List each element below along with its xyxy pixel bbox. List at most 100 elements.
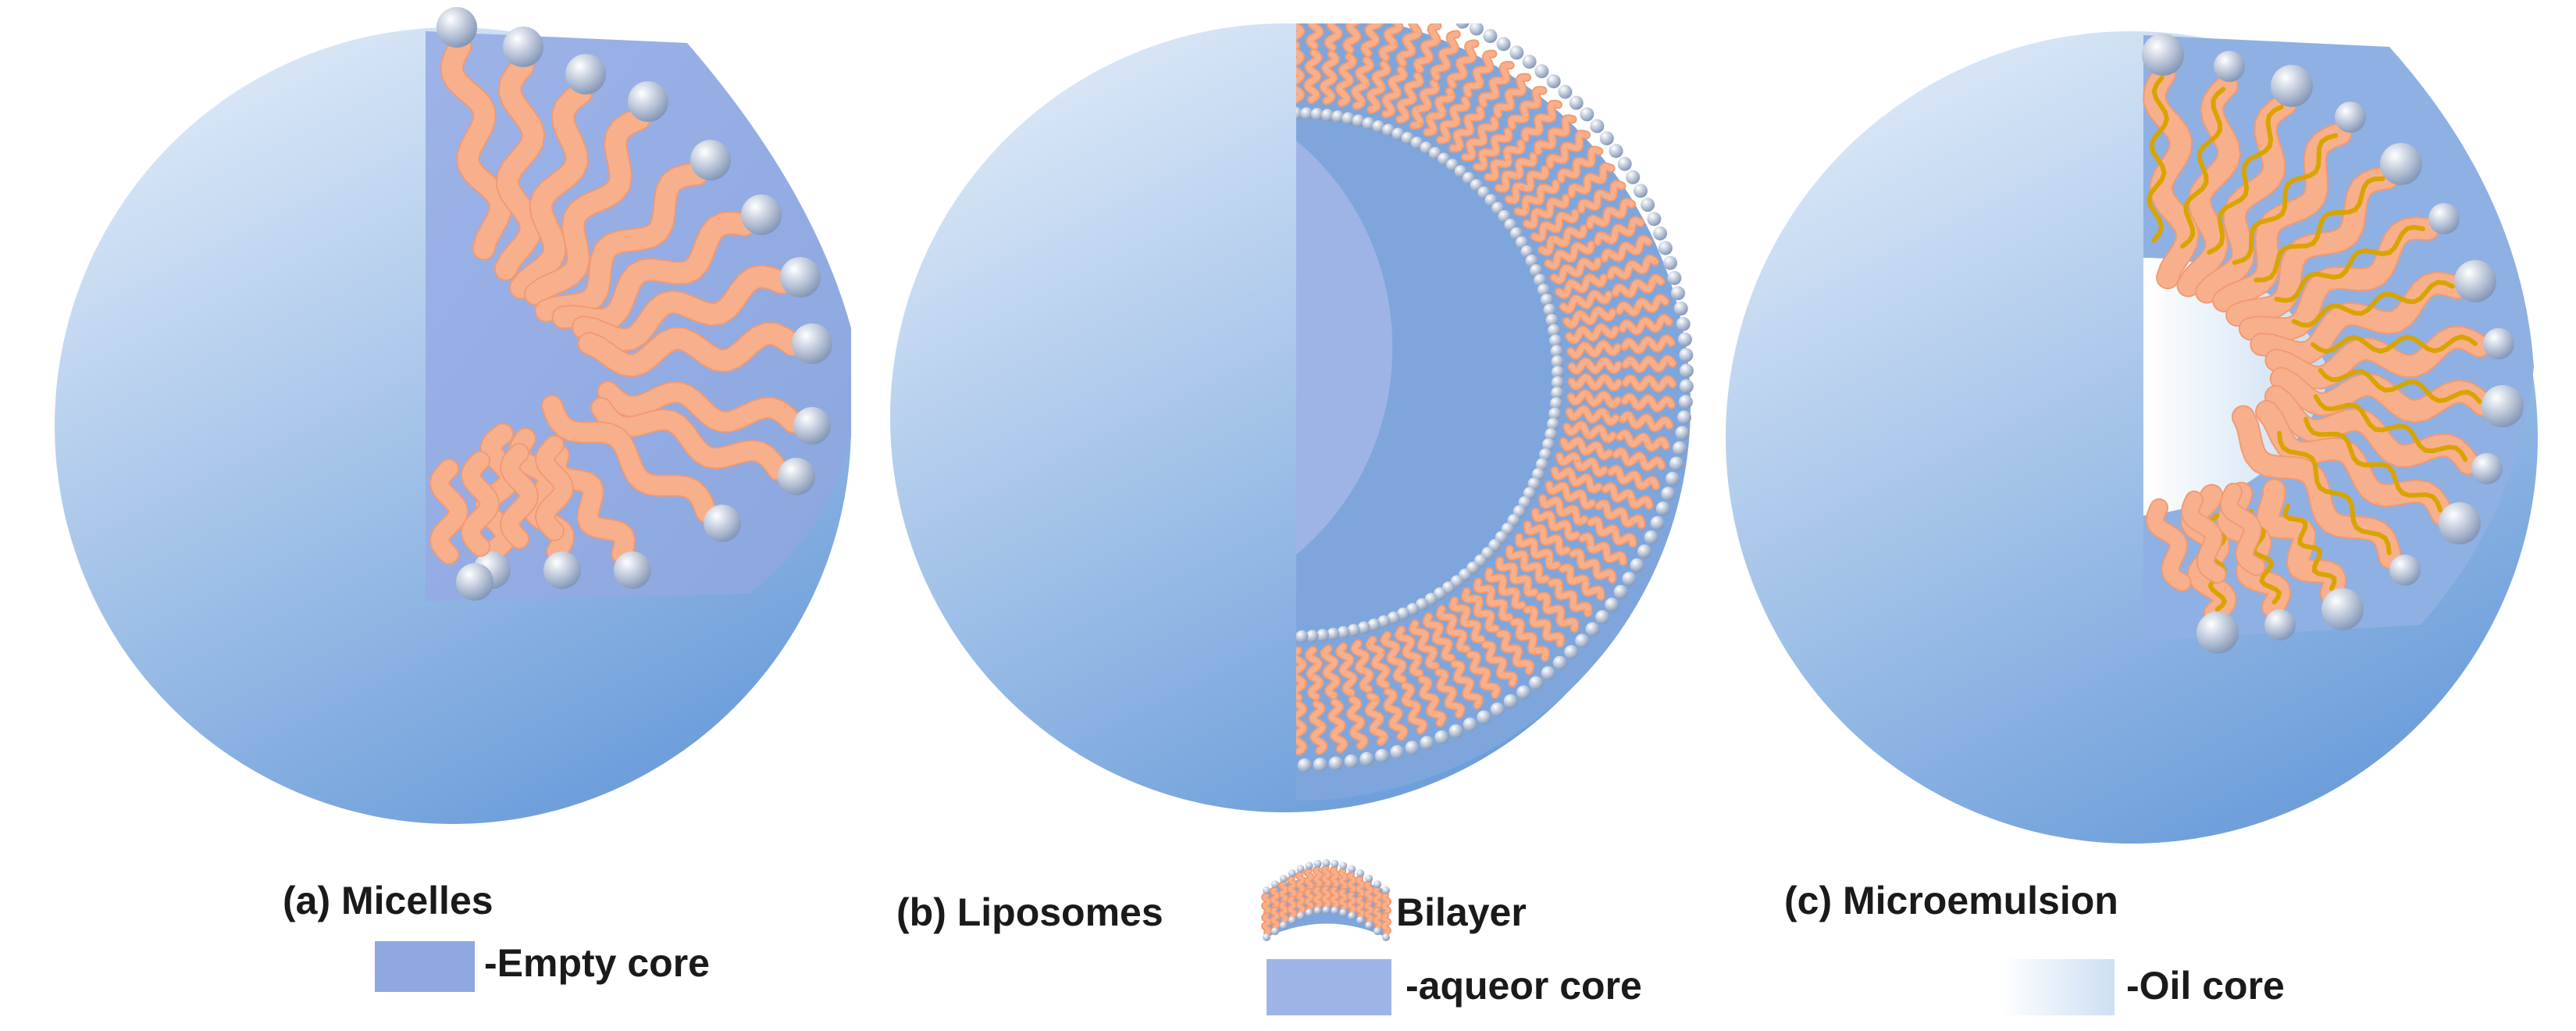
- bilayer-swatch-tail: [1365, 901, 1374, 922]
- liposome-head: [1503, 694, 1518, 708]
- liposome-head: [1551, 366, 1564, 379]
- liposome-head: [1405, 740, 1420, 755]
- micelle-diagram: [55, 7, 851, 824]
- microemulsion-head: [2471, 453, 2503, 484]
- liposome-tail: [1546, 482, 1595, 509]
- bilayer-swatch-tail: [1374, 887, 1382, 908]
- liposome-head: [1653, 226, 1668, 241]
- bilayer-swatch-head: [1331, 859, 1339, 868]
- bilayer-swatch-head: [1374, 927, 1382, 936]
- liposome-tail: [1395, 626, 1423, 676]
- liposome-tail: [1569, 549, 1616, 583]
- liposome-head: [1534, 64, 1549, 79]
- liposome-tail: [1602, 483, 1652, 508]
- liposome-tail: [1410, 80, 1439, 129]
- liposome-head: [1617, 156, 1632, 171]
- liposome-head: [1341, 112, 1355, 125]
- bilayer-swatch-tail: [1374, 908, 1382, 929]
- microemulsion-head: [2380, 143, 2422, 185]
- microemulsion-head: [2321, 588, 2364, 630]
- micelle-head: [704, 505, 741, 542]
- liposome-tail: [1569, 358, 1622, 374]
- liposome-head: [1527, 477, 1541, 491]
- liposome-tail: [1352, 640, 1374, 692]
- liposome-head: [1374, 748, 1389, 763]
- bilayer-swatch-tail: [1382, 894, 1390, 914]
- liposome-head: [1663, 255, 1678, 270]
- micelle-surfactants: [429, 7, 832, 601]
- liposome-head: [1550, 397, 1563, 410]
- micelle-head: [628, 81, 668, 122]
- liposome-tail: [1594, 217, 1644, 244]
- liposome-head: [1410, 136, 1423, 149]
- microemulsion-head: [2197, 612, 2239, 654]
- liposome-head: [1401, 131, 1414, 144]
- liposome-head: [1372, 120, 1385, 134]
- bilayer-swatch-head: [1339, 908, 1348, 917]
- bilayer-swatch-head: [1322, 859, 1331, 867]
- liposome-head: [1541, 438, 1555, 451]
- liposome-tail: [1552, 467, 1602, 493]
- liposome-head: [1558, 84, 1573, 99]
- oil-core-swatch: [1999, 959, 2115, 1015]
- liposome-head: [1548, 324, 1561, 337]
- liposome-head: [1362, 117, 1375, 130]
- liposome-tail: [1473, 128, 1512, 170]
- liposome-head: [1609, 144, 1623, 159]
- liposome-head: [1661, 487, 1676, 501]
- co-surfactant-chain: [2318, 368, 2482, 405]
- liposome-diagram: [890, 0, 1694, 812]
- liposome-head: [1605, 598, 1619, 612]
- liposome-tail: [1479, 62, 1513, 107]
- liposome-tail: [1506, 546, 1549, 583]
- liposome-tail: [1437, 606, 1470, 652]
- liposome-head: [1463, 717, 1477, 732]
- liposome-head: [1655, 501, 1670, 516]
- bilayer-swatch-tail: [1296, 892, 1305, 913]
- micelle-head: [565, 54, 606, 95]
- liposome-tail: [1559, 565, 1604, 600]
- liposome-tail: [1304, 50, 1321, 102]
- bilayer-swatch-tail: [1288, 897, 1296, 918]
- liposome-head: [1534, 273, 1547, 287]
- bilayer-swatch-head: [1270, 880, 1279, 889]
- liposome-tail: [1566, 324, 1619, 343]
- liposome-tail: [1579, 533, 1626, 565]
- liposome-tail: [1467, 651, 1500, 697]
- liposome-tail: [1569, 163, 1614, 197]
- liposome-head: [1420, 736, 1434, 751]
- liposome-tail: [1522, 101, 1561, 141]
- bilayer-swatch-head: [1348, 911, 1356, 920]
- bilayer-swatch-head: [1296, 911, 1305, 920]
- bilayer-swatch-head: [1313, 859, 1322, 868]
- liposome-head: [1531, 468, 1545, 481]
- liposome-head: [1412, 0, 1426, 11]
- liposome-head: [1509, 227, 1523, 240]
- liposome-head: [1377, 615, 1391, 628]
- liposome-head: [1357, 621, 1370, 634]
- liposome-tail: [1462, 117, 1498, 160]
- bilayer-swatch-head: [1279, 921, 1288, 929]
- liposome-head: [1545, 313, 1559, 326]
- liposome-head: [1650, 516, 1665, 530]
- liposome-head: [1564, 644, 1579, 659]
- co-surfactant-chain: [2180, 87, 2226, 249]
- liposome-head: [1647, 212, 1662, 227]
- liposome-head: [1300, 107, 1313, 120]
- liposome-head: [1367, 618, 1381, 631]
- liposome-head: [1522, 54, 1537, 69]
- micelle-tail: [553, 212, 755, 330]
- liposome-tail: [1320, 52, 1339, 104]
- liposome-tail: [1309, 701, 1327, 754]
- liposome-head: [1675, 426, 1690, 441]
- microemulsion-head: [2335, 102, 2366, 133]
- liposome-head: [1551, 376, 1564, 389]
- liposome-tail: [1568, 390, 1621, 408]
- liposome-head: [1626, 169, 1641, 184]
- micelle-tail: [536, 163, 707, 321]
- microemulsion-surfactants: [2142, 34, 2524, 654]
- liposome-head: [1344, 754, 1359, 769]
- liposome-tail: [1367, 62, 1390, 112]
- liposome-head: [1599, 131, 1614, 146]
- liposome-head: [1665, 471, 1680, 486]
